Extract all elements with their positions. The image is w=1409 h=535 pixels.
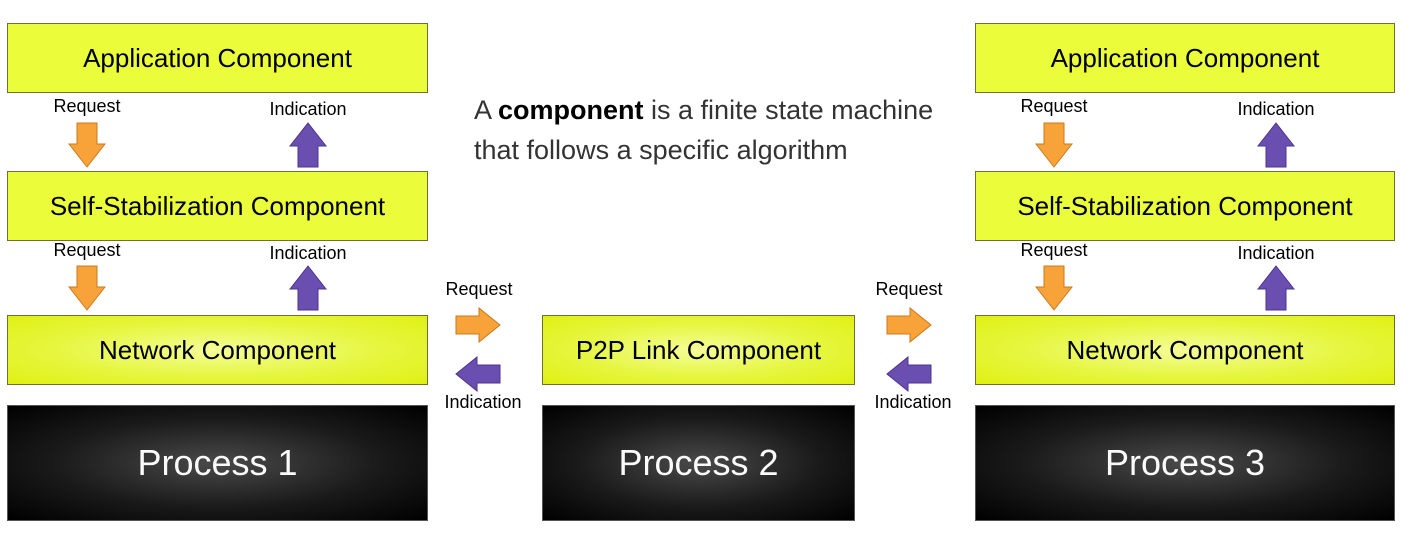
process-2: Process 2 <box>542 405 855 521</box>
p1-indication-label-2: Indication <box>269 243 347 263</box>
p3-request-label-2: Request <box>1020 240 1088 260</box>
description-line2: that follows a specific algorithm <box>474 135 848 165</box>
p1-application-component: Application Component <box>7 23 428 93</box>
p1-request-arrow-down-2 <box>68 265 106 311</box>
p3-application-component: Application Component <box>975 23 1395 93</box>
link12-indication-arrow-left <box>455 356 501 392</box>
p3-request-arrow-down-1 <box>1035 122 1073 168</box>
p1-indication-arrow-up-1 <box>289 122 327 168</box>
link12-indication-label: Indication <box>444 392 522 412</box>
p2-link-component: P2P Link Component <box>542 315 855 385</box>
p1-request-label-1: Request <box>53 96 121 116</box>
p3-indication-arrow-up-1 <box>1257 122 1295 168</box>
p1-network-component: Network Component <box>7 315 428 385</box>
p1-request-label-2: Request <box>53 240 121 260</box>
p3-network-component: Network Component <box>975 315 1395 385</box>
p3-stabilization-component: Self-Stabilization Component <box>975 171 1395 241</box>
process-3: Process 3 <box>975 405 1395 521</box>
description-bold-term: component <box>498 95 644 125</box>
process-1: Process 1 <box>7 405 428 521</box>
description-line1-rest: is a finite state machine <box>643 95 934 125</box>
p3-request-arrow-down-2 <box>1035 265 1073 311</box>
link12-request-label: Request <box>445 279 513 299</box>
link23-request-label: Request <box>875 279 943 299</box>
p1-stabilization-component: Self-Stabilization Component <box>7 171 428 241</box>
p3-indication-label-1: Indication <box>1237 99 1315 119</box>
link23-request-arrow-right <box>886 307 932 343</box>
component-description: A component is a finite state machine th… <box>474 90 933 170</box>
p1-indication-label-1: Indication <box>269 99 347 119</box>
p3-indication-label-2: Indication <box>1237 243 1315 263</box>
p3-indication-arrow-up-2 <box>1257 265 1295 311</box>
p1-indication-arrow-up-2 <box>289 265 327 311</box>
p1-request-arrow-down-1 <box>68 122 106 168</box>
p3-request-label-1: Request <box>1020 96 1088 116</box>
description-prefix: A <box>474 95 499 125</box>
link23-indication-label: Indication <box>874 392 952 412</box>
link23-indication-arrow-left <box>886 356 932 392</box>
link12-request-arrow-right <box>455 307 501 343</box>
